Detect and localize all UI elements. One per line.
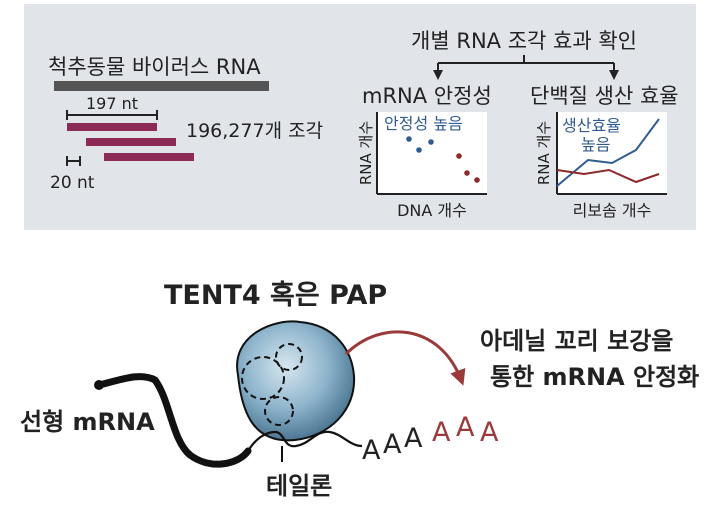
point-red-2: [464, 170, 470, 176]
linear-mrna-label: 선형 mRNA: [20, 408, 155, 436]
genome-bar: [54, 81, 269, 91]
right-plot-annotation-1: 생산효율: [562, 116, 621, 135]
left-plot-axes: [376, 112, 487, 195]
linear-mrna-strand: [95, 373, 252, 468]
right-plot-ylabel: RNA 개수: [535, 121, 553, 185]
genome-label: 척추동물 바이러스 RNA: [48, 55, 261, 79]
left-plot-title: mRNA 안정성: [362, 84, 492, 108]
rna-loops: [241, 343, 303, 426]
left-plot-annotation: 안정성 높음: [384, 114, 463, 133]
point-red-1: [456, 153, 462, 159]
fragment-bar-1: [67, 123, 157, 131]
point-blue-2: [428, 139, 434, 145]
step-bracket: [66, 156, 81, 166]
right-plot-area: [557, 112, 667, 194]
right-plot-red-line: [556, 168, 660, 184]
tail-strand: [247, 430, 363, 452]
result-label-line2: 통한 mRNA 안정화: [490, 363, 699, 391]
right-plot-axes: [556, 112, 667, 195]
enzyme-label: TENT4 혹은 PAP: [164, 280, 387, 311]
poly-a-black-3: A: [404, 423, 423, 454]
fragment-length-label: 197 nt: [86, 94, 138, 113]
enzyme-blob: [236, 320, 356, 442]
right-plot-annotation-2: 높음: [581, 135, 610, 154]
poly-a-red-1: A: [432, 417, 451, 448]
poly-a-tail: A A A A A A: [362, 412, 499, 466]
left-plot-points-blue: [406, 136, 434, 153]
panel-header: 개별 RNA 조각 효과 확인: [411, 29, 637, 53]
step-label: 20 nt: [50, 173, 95, 193]
poly-a-red-3: A: [480, 417, 499, 448]
right-plot-title: 단백질 생산 효율: [530, 84, 679, 108]
tail-label: 테일론: [266, 472, 332, 500]
header-bracket: [433, 55, 619, 80]
point-red-3: [474, 177, 480, 183]
fragment-count-label: 196,277개 조각: [186, 120, 323, 142]
point-blue-3: [416, 147, 422, 153]
left-plot-xlabel: DNA 개수: [397, 201, 467, 220]
fragment-length-bracket: [66, 110, 158, 120]
left-plot-area: [377, 112, 487, 194]
point-blue-1: [406, 136, 412, 142]
left-plot-points-red: [456, 153, 480, 183]
fragment-bar-2: [86, 138, 176, 146]
poly-a-black-2: A: [383, 429, 402, 460]
right-plot-blue-line: [556, 118, 660, 187]
result-label-line1: 아데닐 꼬리 보강을: [480, 327, 673, 355]
stabilization-arrow: [344, 330, 466, 386]
fragment-bar-3: [104, 153, 194, 161]
right-plot-xlabel: 리보솜 개수: [573, 201, 652, 220]
poly-a-red-2: A: [456, 412, 475, 443]
poly-a-black-1: A: [362, 435, 381, 466]
left-plot-ylabel: RNA 개수: [357, 121, 375, 185]
